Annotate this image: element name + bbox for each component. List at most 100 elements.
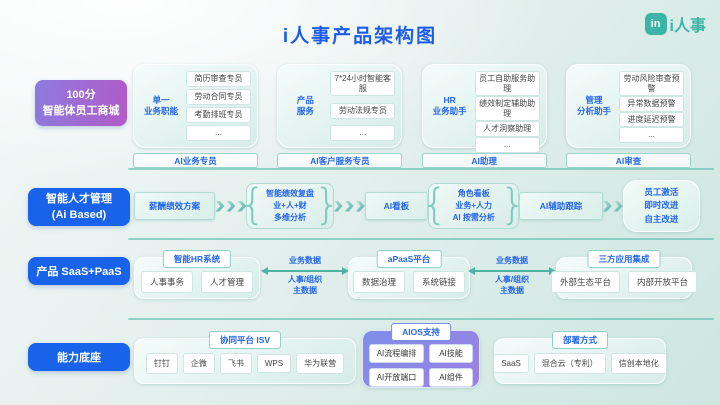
mall-card: 单一 业务职能 简历审查专员 劳动合同专员 考勤排班专员 ... <box>133 64 258 148</box>
mall-item-list: 7*24小时智能客服 劳动法规专员 ... <box>330 71 396 141</box>
agent-item: 劳动风险审查预警 <box>618 71 684 97</box>
mall-group-tag: 产品 服务 <box>284 71 326 141</box>
chevron-right-icon <box>344 200 354 212</box>
agent-item: 异常数据预警 <box>618 96 684 112</box>
group-items: SaaS 混合云（专利） 信创本地化 <box>493 353 667 374</box>
agent-item-more: ... <box>474 136 540 153</box>
mall-group-product-service: 产品 服务 7*24小时智能客服 劳动法规专员 ... AI客户服务专员 <box>277 64 403 168</box>
mall-footer-badge: AI业务专员 <box>133 153 258 168</box>
flow-line: 多维分析 <box>273 213 306 222</box>
link-label-bottom: 主数据 <box>500 285 524 295</box>
agent-item-more: ... <box>330 125 396 141</box>
saas-paas-label: 产品 SaaS+PaaS <box>28 257 130 285</box>
module-chip: 内部开放平台 <box>628 271 698 293</box>
tag-line: 业务职能 <box>143 106 178 116</box>
talent-label-line2: (Ai Based) <box>51 209 107 221</box>
agent-item: 员工自助服务助理 <box>474 71 540 97</box>
agent-mall-label-line1: 100分 <box>66 88 96 101</box>
aios-chip: AI开放端口 <box>369 368 424 387</box>
mall-group-tag: 单一 业务职能 <box>140 71 182 141</box>
chevron-right-icon <box>613 200 623 212</box>
flow-node-role-kanban: 角色看板 业务+人力 AI 按需分析 <box>428 183 520 229</box>
row-divider <box>128 238 714 240</box>
talent-label-line1: 智能人才管理 <box>46 192 112 205</box>
module-chip: 人才管理 <box>201 271 254 293</box>
mall-card: 管理 分析助手 劳动风险审查预警 异常数据预警 进度延迟预警 ... <box>565 64 691 148</box>
mall-item-list: 劳动风险审查预警 异常数据预警 进度延迟预警 ... <box>618 71 684 143</box>
flow-node-employee-activation: 员工激活 即时改进 自主改进 <box>622 180 701 232</box>
mall-footer-badge: AI助理 <box>421 153 547 168</box>
chevron-right-icon <box>237 200 247 212</box>
flow-node-performance-review: 智能绩效复盘 业+人+财 多维分析 <box>246 183 334 229</box>
tag-line: 分析助手 <box>576 106 611 116</box>
flow-node-ai-tracking: AI辅助跟踪 <box>519 192 603 220</box>
capability-base-label: 能力底座 <box>28 343 130 371</box>
agent-item-more: ... <box>186 125 251 141</box>
tag-line: 管理 <box>585 94 603 105</box>
module-chip: 人事事务 <box>140 271 193 293</box>
chevron-right-icon <box>215 200 225 212</box>
flow-arrow <box>215 200 247 212</box>
flow-arrow <box>333 200 365 212</box>
module-chip: 数据治理 <box>352 271 405 293</box>
mall-item-list: 员工自助服务助理 绩效制定辅助助理 人才洞察助理 ... <box>474 71 540 153</box>
flow-line: 即时改进 <box>644 200 679 211</box>
agent-item: 劳动法规专员 <box>330 103 396 119</box>
group-items: AI流程编排 AI技能 AI开放端口 AI组件 <box>369 344 473 387</box>
aios-chip: AI流程编排 <box>369 344 424 363</box>
agent-mall-groups: 单一 业务职能 简历审查专员 劳动合同专员 考勤排班专员 ... AI业务专员 … <box>133 64 691 168</box>
link-label-top: 业务数据 <box>496 256 528 265</box>
module-chip: 系统链接 <box>413 271 466 293</box>
mall-group-single-function: 单一 业务职能 简历审查专员 劳动合同专员 考勤排班专员 ... AI业务专员 <box>133 64 258 168</box>
agent-item: 劳动合同专员 <box>186 89 251 105</box>
group-tab: aPaaS平台 <box>376 250 442 268</box>
data-link: 业务数据 人事/组织 主数据 <box>468 256 556 296</box>
group-tab: AIOS支持 <box>391 323 451 341</box>
flow-line: 业务+人力 <box>455 201 493 210</box>
flow-line: AI 按需分析 <box>452 213 495 222</box>
group-smart-hr-system: 智能HR系统 人事事务 人才管理 <box>134 250 260 299</box>
platform-chip: 华为联营 <box>296 353 345 374</box>
deploy-chip: 信创本地化 <box>610 353 667 374</box>
group-apaas-platform: aPaaS平台 数据治理 系统链接 <box>348 250 470 299</box>
brand-logo-text: i人事 <box>669 18 706 35</box>
bidirectional-arrow-icon <box>468 266 556 275</box>
mall-group-analysis-assistant: 管理 分析助手 劳动风险审查预警 异常数据预警 进度延迟预警 ... AI审查 <box>565 64 691 168</box>
deploy-chip: 混合云（专利） <box>533 353 606 374</box>
group-items: 钉钉 企微 飞书 WPS 华为联营 <box>135 353 355 374</box>
tag-line: 业务助手 <box>432 106 467 116</box>
group-items: 外部生态平台 内部开放平台 <box>550 271 698 293</box>
row-divider <box>128 168 714 170</box>
platform-chip: 飞书 <box>219 353 252 374</box>
mall-footer-badge: AI审查 <box>565 153 691 168</box>
tag-line: HR <box>443 94 456 105</box>
mall-group-hr-assistant: HR 业务助手 员工自助服务助理 绩效制定辅助助理 人才洞察助理 ... AI助… <box>421 64 547 168</box>
chevron-right-icon <box>355 200 365 212</box>
group-collab-platform-isv: 协同平台 ISV 钉钉 企微 飞书 WPS 华为联营 <box>134 331 356 384</box>
platform-chip: WPS <box>256 354 292 373</box>
group-third-party-integration: 三方应用集成 外部生态平台 内部开放平台 <box>550 250 698 299</box>
mall-card: HR 业务助手 员工自助服务助理 绩效制定辅助助理 人才洞察助理 ... <box>421 64 547 153</box>
flow-line: 智能绩效复盘 <box>265 189 314 198</box>
aios-chip: AI技能 <box>429 344 473 363</box>
bidirectional-arrow-icon <box>261 266 349 275</box>
group-items: 人事事务 人才管理 <box>135 271 259 293</box>
agent-item: 人才洞察助理 <box>474 121 540 137</box>
flow-line: 角色看板 <box>457 189 490 198</box>
talent-management-label: 智能人才管理 (Ai Based) <box>28 188 130 226</box>
module-chip: 外部生态平台 <box>550 271 620 293</box>
mall-group-tag: 管理 分析助手 <box>573 71 615 141</box>
data-link: 业务数据 人事/组织 主数据 <box>261 256 349 296</box>
group-tab: 协同平台 ISV <box>208 331 282 349</box>
group-items: 数据治理 系统链接 <box>349 271 469 293</box>
agent-item-more: ... <box>618 127 684 143</box>
brand-logo: in i人事 <box>644 12 706 36</box>
group-tab: 智能HR系统 <box>162 250 232 268</box>
flow-line: 员工激活 <box>644 187 679 198</box>
flow-arrow <box>602 200 623 212</box>
platform-chip: 钉钉 <box>145 353 178 374</box>
link-label-bottom: 人事/组织 <box>287 274 323 284</box>
agent-item: 7*24小时智能客服 <box>330 71 396 97</box>
mall-card: 产品 服务 7*24小时智能客服 劳动法规专员 ... <box>277 64 403 148</box>
